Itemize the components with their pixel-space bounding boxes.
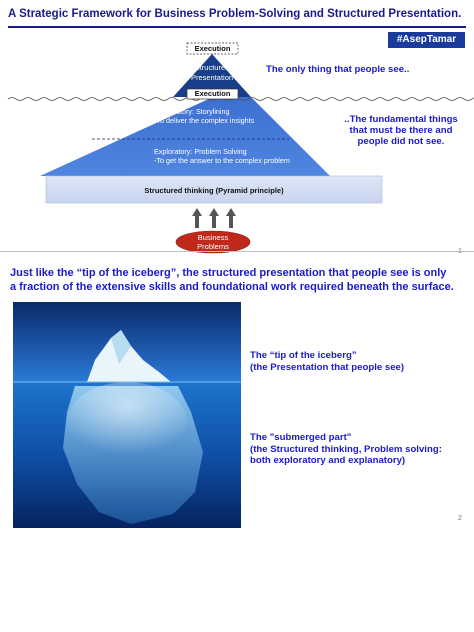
upward-arrows xyxy=(192,208,236,228)
execution-label-top: Execution xyxy=(194,44,231,53)
waterline xyxy=(7,97,474,101)
business-problems-ellipse xyxy=(175,230,251,254)
hashtag-badge: #AsepTamar xyxy=(388,32,465,48)
note-hidden-line3: people did not see. xyxy=(357,136,445,147)
exploratory-line2: -To get the answer to the complex proble… xyxy=(154,156,290,165)
execution-box-top xyxy=(186,42,239,55)
title-underline xyxy=(8,26,466,28)
tip-note: The “tip of the iceberg” (the Presentati… xyxy=(250,350,404,373)
sub-line3: both exploratory and explanatory) xyxy=(250,455,406,466)
page-number-2: 2 xyxy=(458,515,462,522)
iceberg-image xyxy=(13,302,241,528)
headline-line2: a fraction of the extensive skills and f… xyxy=(10,280,454,293)
tip-line2: (the Presentation that people see) xyxy=(250,361,405,373)
note-hidden-line1: ..The fundamental things xyxy=(344,114,458,125)
business-line1: Business xyxy=(197,233,229,242)
business-problems-label: Business Problems xyxy=(176,233,250,251)
explanatory-line1: Explanatory: Storylining xyxy=(154,107,230,116)
execution-box-mid xyxy=(186,88,239,100)
slide2-headline: Just like the “tip of the iceberg”, the … xyxy=(10,267,466,294)
pyramid-top xyxy=(173,54,251,97)
note-visible: The only thing that people see.. xyxy=(266,64,410,75)
business-line2: Problems xyxy=(197,242,229,251)
headline-line1: Just like the “tip of the iceberg”, the … xyxy=(10,267,447,279)
sub-line2: (the Structured thinking, Problem solvin… xyxy=(250,443,442,455)
pyramid-diagram xyxy=(7,42,474,254)
exploratory-line1: Exploratory: Problem Solving xyxy=(154,147,247,156)
note-hidden-line2: that must be there and xyxy=(349,125,453,136)
sub-line1: The "submerged part" xyxy=(250,432,352,443)
iceberg-tip xyxy=(87,330,171,382)
structured-presentation-label: Structured Presentation xyxy=(176,63,248,83)
base-label: Structured thinking (Pyramid principle) xyxy=(144,186,284,195)
slide-separator xyxy=(0,251,474,252)
structured-line2: Presentation xyxy=(190,73,234,82)
submerged-note: The "submerged part" (the Structured thi… xyxy=(250,432,442,467)
execution-label-mid: Execution xyxy=(194,89,231,98)
slide-title: A Strategic Framework for Business Probl… xyxy=(8,8,462,20)
explanatory-line2: -To deliver the complex insights xyxy=(154,116,255,125)
pyramid-lower xyxy=(40,97,330,176)
explanatory-label: Explanatory: Storylining -To deliver the… xyxy=(154,107,324,125)
pyramid-base xyxy=(45,175,383,204)
note-hidden: ..The fundamental things that must be th… xyxy=(340,114,462,147)
exploratory-label: Exploratory: Problem Solving -To get the… xyxy=(154,147,324,165)
structured-line1: Structured xyxy=(194,63,230,72)
tip-line1: The “tip of the iceberg” xyxy=(250,350,357,361)
